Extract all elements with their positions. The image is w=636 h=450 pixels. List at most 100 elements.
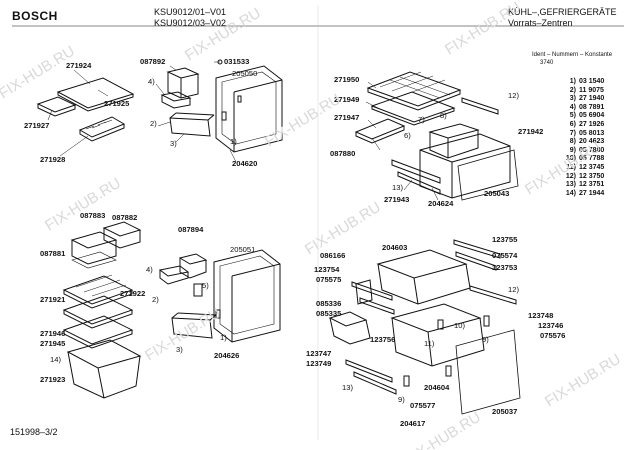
parts-table-row: 12)12 3750 — [558, 173, 604, 182]
part-label: 087883 — [80, 211, 106, 220]
parts-table-number: 03 1540 — [579, 78, 605, 85]
part-label: 204603 — [382, 243, 408, 252]
parts-table-number: 05 6904 — [579, 112, 605, 120]
parts-table-number: 05 8013 — [579, 129, 605, 137]
parts-table-number: 20 4623 — [579, 138, 605, 146]
part-label: 075576 — [540, 331, 566, 340]
watermark: FIX-HUB.RU — [442, 0, 524, 59]
parts-table-number: 12 3751 — [579, 181, 605, 189]
part-label: 204604 — [424, 383, 450, 392]
parts-table-position: 3) — [569, 95, 576, 103]
position-label: 12) — [508, 91, 519, 100]
part-label: 205037 — [492, 407, 518, 416]
part-label: 204626 — [214, 351, 240, 360]
part-label: 271925 — [104, 99, 130, 108]
part-label: 123746 — [538, 321, 564, 330]
part-label: 271922 — [120, 289, 146, 298]
part-label: 087894 — [178, 225, 204, 234]
parts-table-row: 3)27 1940 — [558, 95, 605, 104]
part-label: 123748 — [528, 311, 554, 320]
parts-table-row: 4)08 7891 — [558, 103, 605, 113]
parts-table-position: 13) — [565, 181, 576, 189]
parts-table-position: 2) — [569, 86, 576, 94]
position-label: 1) — [220, 333, 227, 342]
parts-table-number: 12 3745 — [579, 163, 605, 171]
part-label: 204617 — [400, 419, 426, 428]
watermark: FIX-HUB.RU — [0, 42, 78, 103]
position-label: 2) — [150, 119, 157, 128]
position-label: 13) — [392, 183, 403, 192]
position-label: 6) — [404, 131, 411, 140]
parts-table-row: 1)03 1540 — [558, 78, 605, 87]
part-label: 087880 — [330, 149, 356, 158]
parts-table-position: 7) — [569, 129, 576, 137]
parts-table-number: 05 7788 — [579, 155, 605, 163]
parts-table-position: 8) — [569, 138, 576, 146]
position-label: 14) — [50, 355, 61, 364]
position-label: 13) — [342, 383, 353, 392]
position-label: 3) — [170, 139, 177, 148]
position-label: 10) — [454, 321, 465, 330]
part-label: 087881 — [40, 249, 66, 258]
parts-table-number: 12 3750 — [579, 172, 605, 180]
parts-table-position: 12) — [565, 172, 576, 180]
part-label: 271924 — [66, 61, 92, 70]
parts-table-row: 2)11 9075 — [558, 87, 604, 96]
part-label: 123749 — [306, 359, 332, 368]
position-label: 7) — [418, 115, 425, 124]
parts-table-position: 10) — [565, 155, 576, 163]
part-label: 086166 — [320, 251, 346, 260]
part-label: 085335 — [316, 309, 342, 318]
part-label: 123756 — [370, 335, 396, 344]
part-label: 204624 — [428, 199, 454, 208]
position-label: 2) — [152, 295, 159, 304]
parts-table-position: 9) — [569, 146, 576, 154]
model-number-1: KSU9012/01–V01 — [154, 7, 227, 17]
part-label: 205050 — [232, 69, 258, 78]
category-subtitle: Vorrats–Zentren — [508, 18, 573, 28]
part-label: 271921 — [40, 295, 66, 304]
parts-table-number: 05 7880 — [579, 146, 605, 154]
parts-table-position: 11) — [566, 163, 576, 171]
part-label: 085336 — [316, 299, 342, 308]
position-label: 4) — [146, 265, 153, 274]
parts-table-number: 08 7891 — [579, 103, 605, 111]
parts-table-row: 7)05 8013 — [558, 129, 605, 139]
parts-table-position: 5) — [569, 112, 576, 120]
parts-table-row: 13)12 3751 — [558, 181, 604, 190]
part-label: 271923 — [40, 375, 66, 384]
part-label: 271928 — [40, 155, 66, 164]
part-label: 075575 — [316, 275, 342, 284]
position-label: 8) — [440, 111, 447, 120]
part-label: 205051 — [230, 245, 256, 254]
position-label: 4) — [148, 77, 155, 86]
part-label: 271943 — [384, 195, 410, 204]
brand-logo-text: BOSCH — [12, 9, 58, 23]
parts-table-subtitle: 3740 — [540, 60, 554, 66]
position-label: 9) — [398, 395, 405, 404]
part-label: 271946 — [40, 329, 66, 338]
part-label: 031533 — [224, 57, 250, 66]
parts-table-row: 6)27 1926 — [558, 120, 605, 130]
watermark: FIX-HUB.RU — [302, 198, 384, 259]
part-label: 271949 — [334, 95, 360, 104]
part-label: 271942 — [518, 127, 544, 136]
parts-table-number: 27 1926 — [579, 120, 605, 128]
part-label: 075577 — [410, 401, 436, 410]
parts-table-row: 14)27 1944 — [558, 190, 604, 199]
parts-table-position: 14) — [565, 189, 576, 197]
parts-table-title: Ident – Nummern – Konstante — [532, 52, 613, 58]
part-label: 123747 — [306, 349, 332, 358]
watermark: FIX-HUB.RU — [402, 408, 484, 450]
part-label: 271945 — [40, 339, 66, 348]
watermark: FIX-HUB.RU — [262, 90, 344, 151]
part-label: 271950 — [334, 75, 360, 84]
drawing-id: 151998–3/2 — [10, 427, 58, 437]
parts-table-position: 6) — [569, 120, 576, 128]
parts-table-row: 10)05 7788 — [558, 155, 604, 164]
position-label: 3) — [176, 345, 183, 354]
parts-table-position: 1) — [569, 78, 576, 85]
part-label: 271927 — [24, 121, 50, 130]
